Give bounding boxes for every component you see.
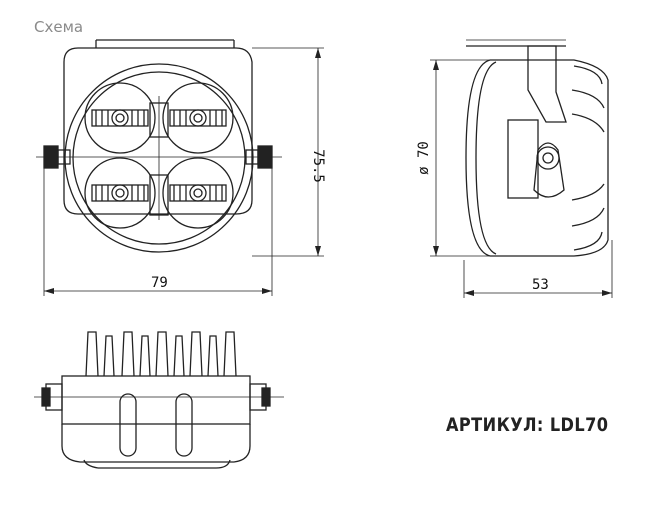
dimension-front-width: 79 <box>151 275 168 291</box>
side-view <box>430 39 613 298</box>
dimension-side-depth: 53 <box>532 277 549 293</box>
top-view <box>34 331 284 469</box>
dimension-side-diameter: ø 70 <box>416 141 432 175</box>
section-title: Схема <box>34 18 84 36</box>
dimension-front-height: 75.5 <box>310 149 326 183</box>
front-view <box>36 39 324 296</box>
article-number: АРТИКУЛ: LDL70 <box>446 414 609 436</box>
